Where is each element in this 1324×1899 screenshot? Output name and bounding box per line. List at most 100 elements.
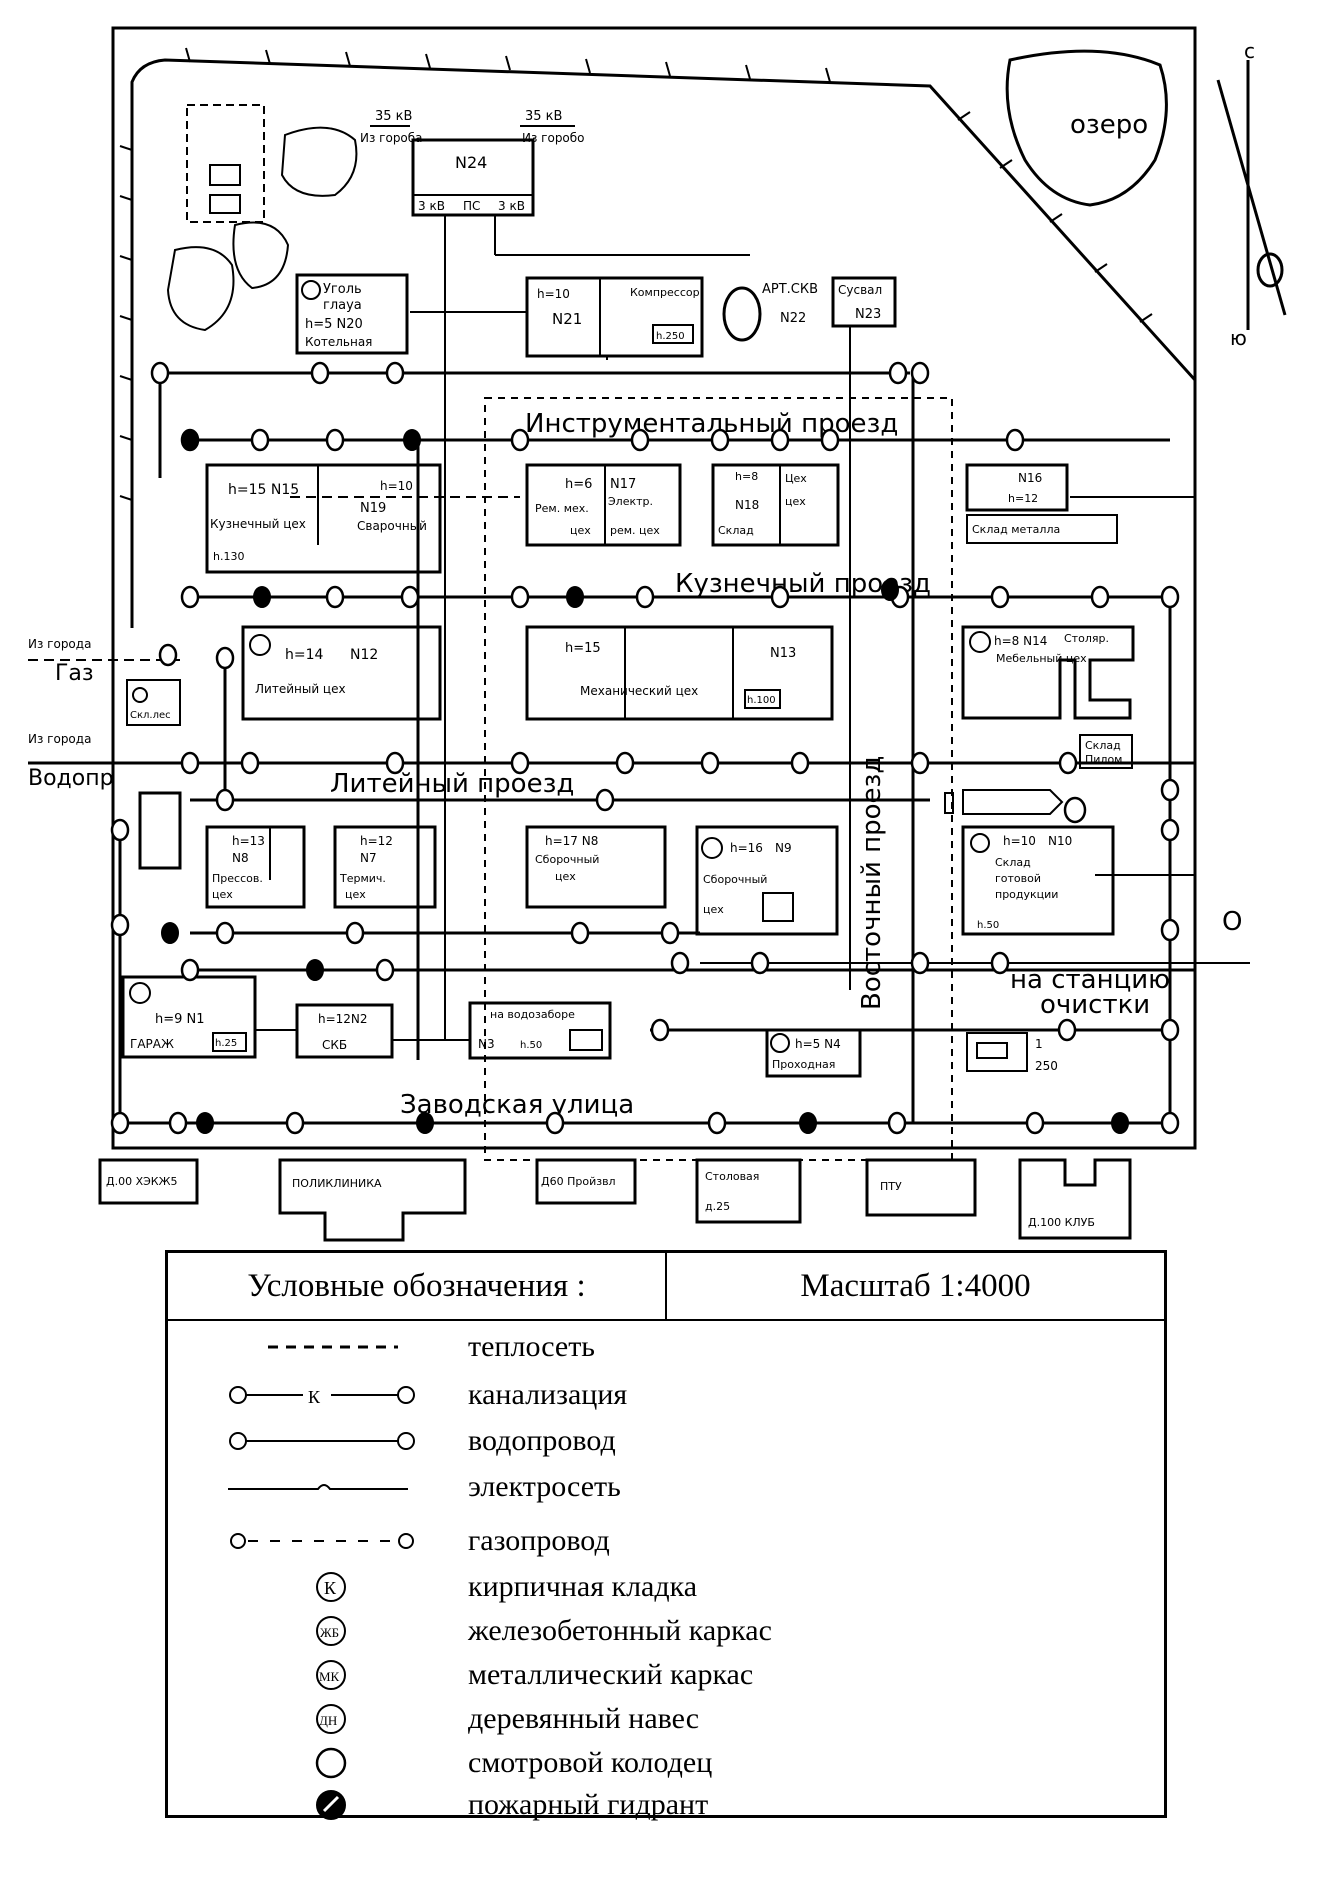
building-n16: N16 h=12 Склад металла: [965, 463, 1118, 544]
n21-purpose: Компрессор: [630, 286, 700, 299]
n12-line-3: Литейный цех: [255, 682, 346, 696]
n11-line-1: h=13: [232, 834, 265, 848]
road-factory: Заводская улица: [400, 1090, 634, 1120]
n1-line-2: ГАРАЖ: [130, 1037, 174, 1051]
road-foundry: Литейный проезд: [330, 769, 574, 799]
legend-wood: ДН деревянный навес: [168, 1697, 1164, 1741]
n13-line-1: h=15: [565, 641, 601, 656]
building-mech-n13: h=15 Механический цех N13 h.100: [525, 625, 834, 721]
n16-line-2: h=12: [1008, 492, 1038, 505]
legend-heat-network: теплосеть: [168, 1325, 1164, 1369]
metal-symbol: МК: [316, 1660, 346, 1690]
brick-symbol: К: [316, 1572, 346, 1602]
n9-line-3: Сборочный: [703, 873, 767, 886]
map-scale: Масштаб 1:4000: [800, 1267, 1031, 1304]
n19-line-3: Сварочный: [357, 519, 427, 533]
fence: [119, 47, 1197, 628]
n9-line-4: цех: [703, 903, 724, 916]
n11-line-4: цех: [212, 888, 233, 901]
transformer-yard: [186, 104, 265, 223]
n2-line-1: h=12N2: [318, 1012, 368, 1026]
sewer-network: [190, 932, 1250, 964]
building-compressor-n21: h=10 N21 Компрессор h.250: [525, 276, 704, 358]
building-substation-n24: 35 кВ 35 кВ Из гороба Из горобо N24 3 кВ…: [360, 109, 585, 217]
n3-line-2: N3: [478, 1037, 495, 1051]
n15-line-2: Кузнечный цех: [210, 517, 306, 531]
fire-hydrants: [161, 429, 1129, 1134]
n23-label: Сусвал: [838, 283, 882, 297]
wood-symbol: ДН: [316, 1704, 346, 1734]
n4-line-2: Проходная: [772, 1058, 835, 1071]
n7-line-4: цех: [345, 888, 366, 901]
lake-label: озеро: [1070, 110, 1148, 140]
n13-line-4: h.100: [747, 695, 776, 706]
concrete-mark: ЖБ: [320, 1625, 339, 1640]
legend-power: электросеть: [168, 1465, 1164, 1509]
legend-manhole: смотровой колодец: [168, 1741, 1164, 1785]
building-skb-n2: h=12N2 СКБ: [295, 1003, 394, 1059]
n24-bus-3: 3 кВ: [498, 199, 525, 213]
n21-number: N21: [552, 310, 582, 328]
outside-label-4: ПТУ: [880, 1180, 902, 1193]
n7-line-2: N7: [360, 851, 377, 865]
lake: [1005, 49, 1168, 207]
legend-text: металлический каркас: [468, 1658, 754, 1691]
n18-line-5: цех: [785, 495, 806, 508]
wood-mark: ДН: [319, 1713, 337, 1728]
outside-label-3: Столовая: [705, 1170, 759, 1183]
outside-building-clinic: ПОЛИКЛИНИКА: [278, 1158, 467, 1242]
water-label: Водопр: [28, 766, 114, 791]
small-building-left: [138, 791, 182, 870]
n10-line-6: h.50: [977, 920, 999, 931]
n18-line-1: h=8: [735, 470, 758, 483]
n9-line-1: h=16: [730, 841, 763, 855]
legend-header: Условные обозначения : Масштаб 1:4000: [168, 1253, 1164, 1321]
heat-network-symbol: [268, 1345, 398, 1349]
legend-brick: К кирпичная кладка: [168, 1565, 1164, 1609]
legend-text: электросеть: [468, 1470, 621, 1503]
n24-source-2: Из горобо: [522, 131, 585, 145]
building-foundry-n12: h=14 N12 Литейный цех: [241, 625, 442, 721]
n10-line-1: h=10: [1003, 834, 1036, 848]
cleaning-station: 1 250: [966, 1032, 1058, 1073]
n10-line-4: готовой: [995, 872, 1041, 885]
n20-line-2: глауа: [323, 298, 362, 313]
manhole-symbol: [315, 1747, 347, 1779]
n22-label: АРТ.СКВ: [762, 282, 818, 297]
n4-line-1: h=5 N4: [795, 1037, 841, 1051]
gas-source-label: Из города: [28, 637, 91, 651]
legend-text: деревянный навес: [468, 1702, 700, 1735]
n13-line-3: N13: [770, 646, 796, 661]
legend-metal: МК металлический каркас: [168, 1653, 1164, 1697]
building-forge-n15: h=15 N15 Кузнечный цех h.130 h=10 N19 Св…: [205, 463, 442, 574]
n10-line-2: N10: [1048, 834, 1072, 848]
n20-line-4: Котельная: [305, 335, 372, 349]
shed-label: Скл.лес: [130, 710, 171, 721]
gas-symbol: [230, 1533, 414, 1549]
yard-box-1: [209, 164, 241, 186]
n14-line-1: h=8 N14: [994, 634, 1047, 648]
ramp: [944, 789, 1064, 815]
outside-label-3b: д.25: [705, 1200, 730, 1213]
legend-water: водопровод: [168, 1419, 1164, 1463]
n10-line-5: продукции: [995, 888, 1058, 901]
outside-building-canteen: Столовая д.25: [695, 1158, 802, 1224]
outside-label-0: Д.00 ХЭКЖ5: [106, 1175, 177, 1188]
gas-network: [28, 496, 520, 661]
yard-box-2: [209, 194, 241, 214]
n18-line-3: Склад: [718, 524, 754, 537]
n17-line-2: Рем. мех.: [535, 502, 589, 515]
north-arrow: [1216, 60, 1287, 330]
n8-line-2: Сборочный: [535, 853, 599, 866]
n17-line-4: N17: [610, 477, 636, 492]
n9-line-2: N9: [775, 841, 792, 855]
building-furniture-n14: h=8 N14 Столяр. Мебельный цех: [961, 625, 1135, 720]
site-border: [111, 26, 1197, 1150]
n12-line-1: h=14: [285, 647, 324, 663]
legend-text: теплосеть: [468, 1330, 595, 1363]
cleaning-num-2: 250: [1035, 1059, 1058, 1073]
n20-line-3: h=5 N20: [305, 317, 363, 332]
outside-label-2: Д60 Пройзвл: [541, 1175, 616, 1188]
water-source-label: Из города: [28, 732, 91, 746]
n13-line-2: Механический цех: [580, 684, 698, 698]
